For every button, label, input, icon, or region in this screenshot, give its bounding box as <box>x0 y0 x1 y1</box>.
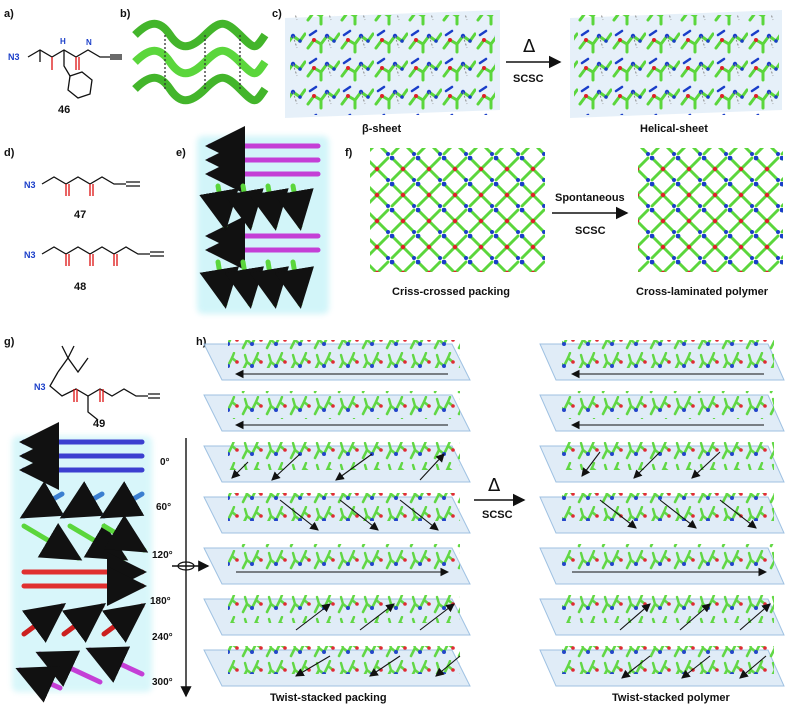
structure-46 <box>27 49 122 99</box>
scsc-label-f: SCSC <box>575 225 606 237</box>
panel-label-b: b) <box>120 8 131 20</box>
caption-cross-laminated: Cross-laminated polymer <box>636 286 769 298</box>
delta-symbol-h: Δ <box>488 475 501 496</box>
structure-48 <box>41 246 164 266</box>
caption-criss-crossed: Criss-crossed packing <box>392 286 510 298</box>
panel-label-c: c) <box>272 8 282 20</box>
angle-label-60: 60° <box>156 502 171 513</box>
stacked-arrows-e <box>197 126 329 314</box>
azide-label-46: N3 <box>8 52 20 62</box>
structure-49 <box>49 345 160 421</box>
azide-label-47: N3 <box>24 180 36 190</box>
scsc-label-c: SCSC <box>513 73 544 85</box>
angle-label-180: 180° <box>150 596 171 607</box>
spontaneous-label-f: Spontaneous <box>555 192 625 204</box>
angle-label-120: 120° <box>152 550 173 561</box>
scsc-label-h: SCSC <box>482 509 513 521</box>
panel-label-e: e) <box>176 147 186 159</box>
delta-symbol-c: Δ <box>523 36 536 57</box>
angle-label-240: 240° <box>152 632 173 643</box>
nh-label-46a: H <box>60 37 66 46</box>
panel-label-h: h) <box>196 336 207 348</box>
rotation-axis <box>172 438 210 698</box>
compound-number-49: 49 <box>93 418 105 430</box>
compound-number-48: 48 <box>74 281 86 293</box>
compound-number-46: 46 <box>58 104 70 116</box>
panel-label-a: a) <box>4 8 14 20</box>
structure-47 <box>41 176 140 196</box>
beta-sheet-structure <box>285 10 500 118</box>
azide-label-48: N3 <box>24 250 36 260</box>
panel-label-f: f) <box>345 147 353 159</box>
angle-label-300: 300° <box>152 677 173 688</box>
helical-sheet-structure <box>570 10 782 118</box>
caption-helical-sheet: Helical-sheet <box>640 123 708 135</box>
twist-stack-right <box>539 340 785 687</box>
caption-beta-sheet: β-sheet <box>362 123 401 135</box>
panel-label-d: d) <box>4 147 15 159</box>
cross-laminated-structure <box>638 148 783 272</box>
caption-twist-stacked-packing: Twist-stacked packing <box>270 692 387 704</box>
rotation-stack-g <box>12 422 152 703</box>
caption-twist-stacked-polymer: Twist-stacked polymer <box>612 692 730 704</box>
nh-label-46b: N <box>86 38 92 47</box>
panel-label-g: g) <box>4 336 15 348</box>
helix-stack <box>132 19 269 105</box>
angle-label-0: 0° <box>160 457 170 468</box>
twist-stack-left <box>203 340 471 687</box>
compound-number-47: 47 <box>74 209 86 221</box>
azide-label-49: N3 <box>34 382 46 392</box>
criss-crossed-structure <box>370 148 545 272</box>
